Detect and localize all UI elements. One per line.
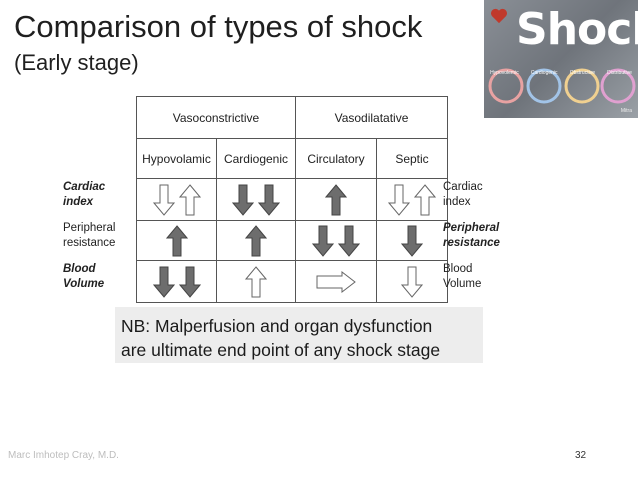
type-header-hypovolamic: Hypovolamic [136,138,217,179]
page-title: Comparison of types of shock [14,9,423,44]
right-label-blood-volume: Blood Volume [443,262,481,292]
group-header-vasodilatative: Vasodilatative [295,96,448,139]
arrow-up-filled-icon [165,224,188,256]
label-line: Blood [443,263,473,275]
thumbnail-title: Shock [516,4,638,55]
thumbnail-label: Cardiogenic [530,70,558,76]
table-row-peripheral-resistance [136,220,448,261]
thumbnail-label: Obstructive [569,70,595,76]
label-line: Volume [63,278,105,290]
arrow-down-outline-icon [152,184,175,216]
arrow-cell [136,260,217,303]
group-header-vasoconstrictive: Vasoconstrictive [136,96,296,139]
label-line: Cardiac [63,181,106,193]
page-number: 32 [575,450,587,461]
arrow-up-filled-icon [325,183,347,215]
right-label-peripheral-resistance: Peripheral resistance [443,221,500,251]
note-box: NB: Malperfusion and organ dysfunction a… [115,307,483,363]
arrow-cell [136,178,217,221]
arrow-right-outline-icon [316,270,356,293]
type-header-circulatory: Circulatory [295,138,377,179]
arrow-cell [295,260,377,303]
table-row-cardiac-index [136,178,448,221]
arrow-cell [376,178,448,221]
label-line: Blood [63,263,96,275]
arrow-down-filled-icon [401,225,423,257]
shock-thumbnail-image: Shock Hypovolemic Cardiogenic Obstructiv… [484,0,638,118]
thumbnail-label: Distributive [607,70,632,76]
arrow-down-outline-icon [401,266,423,298]
page-subtitle: (Early stage) [14,50,139,75]
note-line: are ultimate end point of any shock stag… [121,340,441,360]
label-line: Cardiac [443,181,483,193]
arrow-cell [376,260,448,303]
note-line: NB: Malperfusion and organ dysfunction [121,316,433,336]
label-line: resistance [63,237,116,249]
right-label-cardiac-index: Cardiac index [443,180,483,210]
type-header-row: Hypovolamic Cardiogenic Circulatory Sept… [136,138,448,179]
arrow-down-filled-icon [338,225,360,257]
left-label-blood-volume: Blood Volume [63,262,104,292]
label-line: index [63,196,94,208]
arrow-down-filled-icon [312,225,334,257]
shock-diagram-art [488,68,636,104]
left-label-cardiac-index: Cardiac index [63,180,105,210]
type-header-septic: Septic [376,138,448,179]
thumbnail-label: Hypovolemic [490,70,519,76]
arrow-up-outline-icon [414,183,436,215]
arrow-cell [295,220,377,261]
thumbnail-footer: Mitra [620,108,632,114]
arrow-up-outline-icon [178,183,201,215]
shock-comparison-table: Vasoconstrictive Vasodilatative Hypovola… [136,96,448,303]
arrow-up-outline-icon [245,265,267,297]
author-footer: Marc Imhotep Cray, M.D. [8,450,119,461]
label-line: Peripheral [63,222,116,234]
label-line: resistance [443,237,500,249]
arrow-down-filled-icon [232,184,254,216]
label-line: index [443,196,471,208]
label-line: Volume [443,278,482,290]
label-line: Peripheral [443,222,500,234]
arrow-cell [136,220,217,261]
arrow-down-outline-icon [388,184,410,216]
arrow-down-filled-icon [258,184,280,216]
arrow-cell [216,220,296,261]
arrow-cell [295,178,377,221]
arrow-cell [376,220,448,261]
table-row-blood-volume [136,260,448,303]
arrow-down-filled-icon [178,266,201,298]
left-label-peripheral-resistance: Peripheral resistance [63,221,115,251]
arrow-up-filled-icon [245,224,267,256]
arrow-down-filled-icon [152,266,175,298]
heart-icon [491,8,507,24]
group-header-row: Vasoconstrictive Vasodilatative [136,96,448,139]
type-header-cardiogenic: Cardiogenic [216,138,296,179]
arrow-cell [216,178,296,221]
arrow-cell [216,260,296,303]
thumbnail-labels: Hypovolemic Cardiogenic Obstructive Dist… [484,70,638,76]
